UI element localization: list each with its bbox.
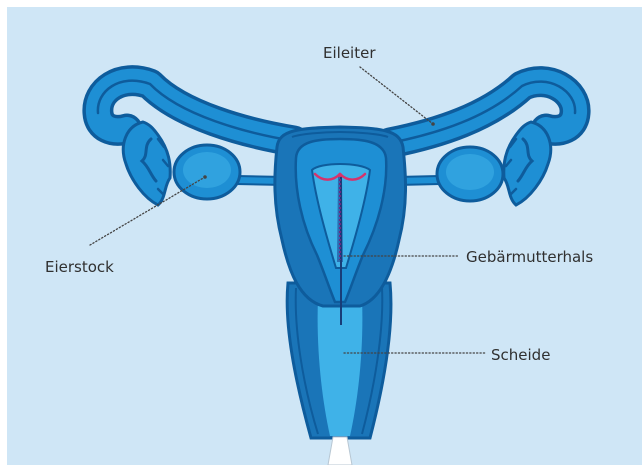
eileiter-endpoint bbox=[431, 122, 435, 126]
label-gebaermutterhals: Gebärmutterhals bbox=[466, 248, 593, 266]
diagram-panel bbox=[7, 7, 642, 465]
ovary-left bbox=[174, 145, 240, 199]
label-eierstock: Eierstock bbox=[45, 258, 114, 276]
label-scheide: Scheide bbox=[491, 346, 550, 364]
eierstock-endpoint bbox=[203, 175, 207, 179]
label-eileiter: Eileiter bbox=[323, 44, 376, 62]
reproductive-organs-diagram bbox=[7, 7, 642, 465]
ovary-right bbox=[437, 147, 503, 201]
